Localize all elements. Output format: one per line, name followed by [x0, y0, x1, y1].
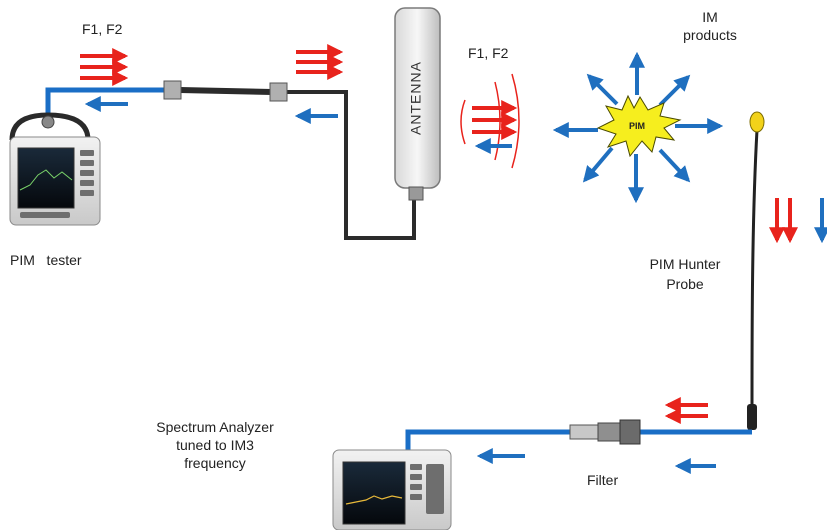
pim-tester-icon	[9, 112, 101, 226]
f1f2-antenna-label: F1, F2	[468, 45, 509, 61]
filter-icon	[569, 419, 641, 445]
antenna-forward-arrows	[472, 100, 518, 140]
pim-burst-label: PIM	[629, 121, 645, 131]
pim-tester-label: PIM tester	[10, 252, 82, 268]
connector-2	[269, 82, 288, 102]
connector-1	[163, 80, 182, 100]
probe-arrows	[769, 198, 827, 244]
pim-hunter-probe-label: PIM Hunter Probe	[649, 256, 721, 292]
filter-label: Filter	[587, 472, 619, 488]
tester-blue-cable	[45, 87, 165, 118]
probe-icon	[747, 111, 765, 430]
spectrum-analyzer-icon	[332, 449, 452, 530]
antenna-label: ANTENNA	[408, 61, 424, 135]
pim-burst-icon	[596, 94, 682, 158]
im-product-arrows	[552, 51, 724, 204]
spectrum-analyzer-label: Spectrum Analyzer tuned to IM3 frequency	[156, 419, 274, 471]
bottom-red-arrows	[664, 397, 708, 424]
forward-arrows-2	[296, 44, 344, 80]
black-jumper-cable	[179, 87, 273, 95]
im-products-label: IM products	[683, 9, 737, 43]
f1f2-top-label: F1, F2	[82, 21, 123, 37]
forward-arrows-1	[80, 48, 129, 86]
antenna-icon	[394, 7, 441, 201]
feeder-cable	[286, 90, 416, 240]
analyzer-blue-cable	[405, 429, 570, 452]
